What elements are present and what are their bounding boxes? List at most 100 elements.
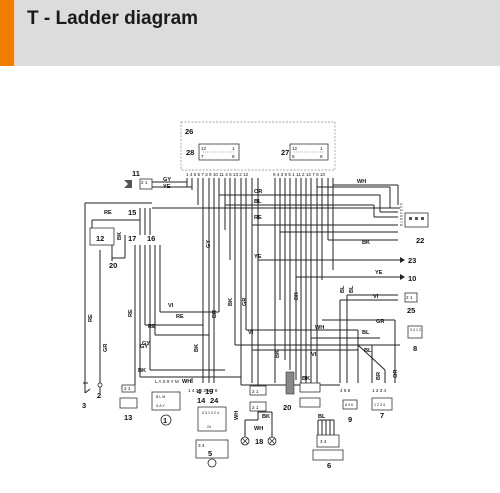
relay-12 (89, 227, 115, 246)
wire-label: BK (117, 232, 123, 240)
connector-9 (342, 399, 358, 410)
key-icon (160, 414, 172, 426)
component-label-22: 22 (416, 236, 424, 245)
component-label-8: 8 (413, 344, 417, 353)
component-label-7: 7 (380, 411, 384, 420)
component-label-25: 25 (407, 306, 415, 315)
control-unit-outline (180, 121, 336, 171)
connector-7 (371, 397, 393, 411)
component-label-6: 6 (327, 461, 331, 470)
component-label-2: 2 (97, 391, 101, 400)
connector-11 (139, 178, 153, 190)
pin-label: 12 (292, 146, 298, 151)
component-label-18: 18 (255, 437, 263, 446)
component-label-17: 17 (128, 234, 136, 243)
component-label-28: 28 (186, 148, 194, 157)
wire-labels: GY YE WH OR BL RE BK YE YE BL BL VI RE B… (88, 177, 399, 432)
wire-label: BK (302, 376, 310, 382)
wire-label: WH (182, 379, 191, 385)
pin-label: 12 (201, 146, 207, 151)
wire-label: GY (140, 344, 148, 350)
pin-row-right: 9 4 3 8 5 1 11 2 12 7 6 10 (273, 172, 325, 177)
left-bus-wires (186, 178, 259, 385)
wire-label: WH (357, 179, 366, 185)
page-title: T - Ladder diagram (27, 8, 199, 29)
component-label-13: 13 (124, 413, 132, 422)
pin-label: 1 2 3 4 5 6 7 8 (399, 203, 403, 226)
wire-label: BL (349, 285, 355, 293)
wire-label: BK (194, 344, 200, 352)
component-label-23: 23 (408, 256, 416, 265)
pin-label: 4 3 1 3 2 4 (202, 411, 219, 415)
pin-label: 2 1 (252, 389, 259, 394)
wire-label: YE (375, 270, 383, 276)
pin-label: B L M (156, 395, 165, 399)
component-label-16: 16 (147, 234, 155, 243)
component-label-1: 1 (163, 416, 167, 425)
component-label-24: 24 (210, 396, 219, 405)
component-label-20a: 20 (109, 261, 117, 270)
pin-label: 1 2 3 4 (372, 388, 386, 393)
component-label-12: 12 (96, 234, 104, 243)
pin-label: 4 5 6 (340, 388, 351, 393)
pin-label: S A Y (156, 404, 165, 408)
component-label-15: 15 (128, 208, 136, 217)
connector-6a (299, 382, 321, 393)
wire-label: GR (103, 344, 109, 352)
wire-label: YE (254, 254, 262, 260)
component-label-3: 3 (82, 401, 86, 410)
pin-label: 1 2 3 4 (374, 403, 385, 407)
component-label-20b: 20 (283, 403, 291, 412)
connector-21a (249, 385, 267, 396)
component-label-4: 4 (197, 387, 202, 396)
connector-8 (407, 325, 423, 339)
wire-label: WH (315, 325, 324, 331)
wire-label: YE (163, 184, 171, 190)
module-24 (197, 406, 227, 432)
pin-row-left: 1 4 6 5 7 3 9 10 11 4 6 13 2 12 (186, 172, 249, 177)
component-label-14: 14 (197, 396, 206, 405)
pin-label: 6 (292, 154, 295, 159)
pin-label: 2 1 (124, 386, 131, 391)
pin-label: 1 (320, 146, 323, 151)
pin-label: 7 (201, 154, 204, 159)
right-bus-wires (274, 178, 334, 385)
wire-label: BK (138, 368, 146, 374)
wire-label: BK (228, 298, 234, 306)
component-label-10: 10 (408, 274, 416, 283)
connector-6b (299, 397, 321, 408)
wire-label: RE (254, 215, 262, 221)
pin-label: 1 4 3 6 2 5 7 8 (188, 388, 218, 393)
pin-label: 2 1 (141, 180, 148, 185)
wire-label: VI (168, 303, 174, 309)
wire-label: BK (262, 414, 270, 420)
pin-label: 2 1 (406, 295, 413, 300)
wire-label: RE (128, 309, 134, 317)
header-bar: T - Ladder diagram (0, 0, 500, 66)
wire-label: GY (163, 177, 171, 183)
pin-label: 3 4 (198, 443, 205, 448)
left-circuits (84, 202, 161, 385)
accent-bar (0, 0, 14, 66)
wire-label: VI (311, 352, 317, 358)
pin-label: 8 9 6 (345, 403, 353, 407)
wire-label: BR (212, 310, 218, 318)
wire-label: RE (104, 210, 112, 216)
wire-label: VI (248, 330, 254, 336)
pin-label: L A S 8 Y M (155, 379, 179, 384)
wire-label: WH (254, 426, 263, 432)
pin-label: 2 1 (252, 405, 259, 410)
motor-5 (195, 439, 229, 459)
component-label-11: 11 (132, 169, 140, 178)
wire-label: BL (340, 285, 346, 293)
wire-label: OR (254, 189, 262, 195)
connector-25 (404, 292, 418, 303)
fuse-20 (285, 371, 295, 395)
wire-label: GY (142, 341, 150, 347)
connector-13 (121, 384, 136, 393)
wire-label: OR (393, 370, 399, 378)
wire-label: BR (376, 372, 382, 380)
wire-label: WH (234, 411, 240, 420)
wire-label: RE (148, 324, 156, 330)
